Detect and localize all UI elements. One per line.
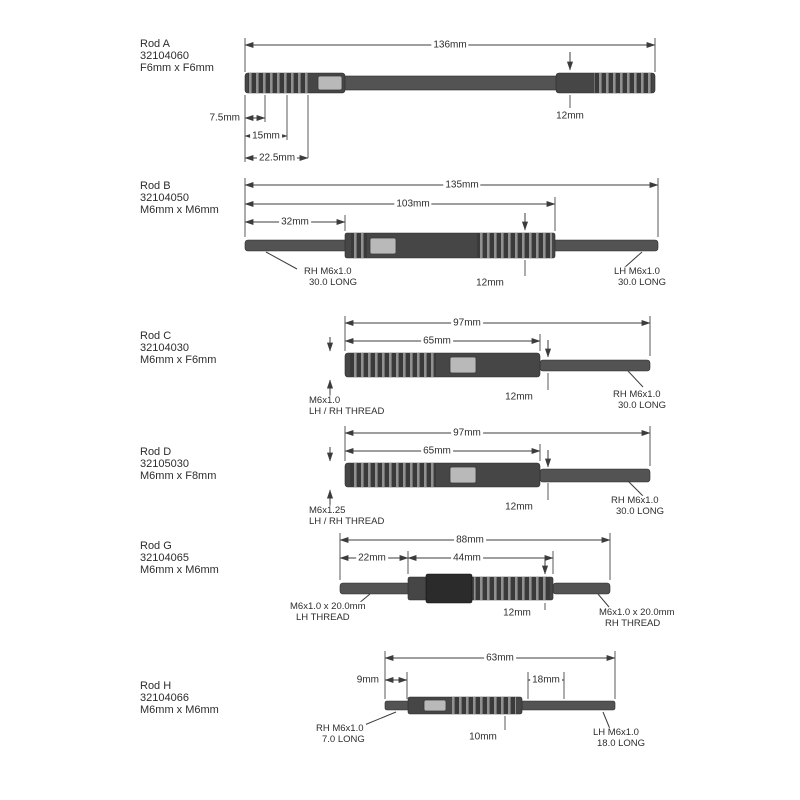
- rod-b-dim-body: 103mm: [394, 198, 432, 210]
- rod-d-note-right-1: RH M6x1.0: [609, 494, 661, 507]
- rod-c-name: Rod C: [138, 329, 174, 343]
- rod-shaft: [552, 582, 611, 595]
- rod-g-note-left-1: M6x1.0 x 20.0mm: [288, 600, 368, 613]
- leader-line: [361, 711, 397, 727]
- rod-a-dim-offset2: 15mm: [250, 130, 282, 142]
- rod-b-dim-left-offset: 32mm: [279, 216, 311, 228]
- rod-g-dim-body: 44mm: [451, 552, 483, 564]
- rod-b-thread-spec: M6mm x M6mm: [138, 203, 221, 217]
- rod-a-thread-spec: F6mm x F6mm: [138, 61, 216, 75]
- rod-d-name: Rod D: [138, 445, 174, 459]
- rod-g-note-left-2: LH THREAD: [294, 611, 352, 624]
- rod-b-note-left-2: 30.0 LONG: [307, 276, 360, 289]
- rod-a-dim-offset1: 7.5mm: [207, 112, 242, 124]
- knurl-section: [594, 73, 652, 93]
- rod-a-name: Rod A: [138, 37, 172, 51]
- rod-c-part-number: 32104030: [138, 341, 191, 355]
- rod-shaft: [539, 359, 651, 372]
- rod-g-dim-diameter: 12mm: [501, 607, 533, 619]
- leader-line: [623, 251, 643, 269]
- knurl-section: [474, 577, 550, 600]
- rod-h-note-left-2: 7.0 LONG: [320, 733, 367, 746]
- rod-h-note-right-1: LH M6x1.0: [591, 726, 641, 739]
- adjuster-window: [449, 466, 477, 484]
- leader-line: [602, 711, 611, 730]
- rod-h-thread-spec: M6mm x M6mm: [138, 703, 221, 717]
- rod-c-dim-diameter: 12mm: [503, 391, 535, 403]
- rod-g-drawing: [339, 533, 611, 610]
- rod-d-dim-diameter: 12mm: [503, 501, 535, 513]
- rod-shaft: [384, 700, 411, 711]
- leader-line: [265, 251, 298, 270]
- rod-g-dim-left-shaft: 22mm: [356, 552, 388, 564]
- rod-h-note-right-2: 18.0 LONG: [595, 737, 648, 750]
- adjuster-window: [423, 699, 447, 712]
- rod-g-part-number: 32104065: [138, 551, 191, 565]
- extension-lines: [384, 651, 616, 730]
- leader-line: [627, 480, 644, 497]
- extension-lines: [244, 178, 659, 276]
- extension-lines: [244, 38, 656, 162]
- rod-g-note-right-2: RH THREAD: [603, 617, 663, 630]
- adjuster-window: [317, 75, 343, 91]
- rod-c-note-right-1: RH M6x1.0: [611, 388, 663, 401]
- rod-c-note-left-2: LH / RH THREAD: [307, 405, 387, 418]
- rod-b-part-number: 32104050: [138, 191, 191, 205]
- rod-b-dim-diameter: 12mm: [474, 277, 506, 289]
- knurl-section: [452, 697, 516, 714]
- rod-c-dim-body: 65mm: [421, 335, 453, 347]
- rod-b-note-left-1: RH M6x1.0: [302, 265, 354, 278]
- center-hex: [425, 573, 473, 604]
- rod-h-drawing: [361, 651, 616, 730]
- rod-d-note-left-2: LH / RH THREAD: [307, 515, 387, 528]
- rod-shaft: [519, 700, 616, 711]
- rod-c-drawing: [326, 316, 651, 397]
- rod-h-dim-left-offset: 9mm: [354, 674, 381, 686]
- rod-b-drawing: [244, 178, 659, 276]
- rod-h-name: Rod H: [138, 679, 174, 693]
- rod-c-thread-spec: M6mm x F6mm: [138, 353, 219, 367]
- rod-g-thread-spec: M6mm x M6mm: [138, 563, 221, 577]
- knurl-section: [350, 353, 436, 377]
- rod-h-part-number: 32104066: [138, 691, 191, 705]
- rod-a-part-number: 32104060: [138, 49, 191, 63]
- rod-shaft: [339, 75, 561, 91]
- rod-c-dim-overall: 97mm: [451, 317, 483, 329]
- rod-c-note-left-1: M6x1.0: [307, 394, 343, 407]
- rod-g-note-right-1: M6x1.0 x 20.0mm: [597, 606, 677, 619]
- adjuster-window: [369, 237, 397, 255]
- rod-h-note-left-1: RH M6x1.0: [314, 722, 366, 735]
- rod-b-note-right-1: LH M6x1.0: [612, 265, 662, 278]
- rod-a-drawing: [244, 38, 656, 162]
- rod-d-dim-body: 65mm: [421, 445, 453, 457]
- rod-shaft: [539, 468, 651, 483]
- knurl-section: [248, 73, 308, 93]
- rod-b-dim-overall: 135mm: [443, 179, 481, 191]
- rod-g-name: Rod G: [138, 539, 174, 553]
- knurl-section: [477, 233, 552, 258]
- rod-a-dim-diameter: 12mm: [554, 110, 586, 122]
- rod-b-name: Rod B: [138, 179, 173, 193]
- adjuster-window: [449, 356, 477, 374]
- rod-h-dim-diameter: 10mm: [467, 731, 499, 743]
- leader-line: [597, 593, 610, 608]
- rod-h-dim-right-offset: 18mm: [530, 674, 562, 686]
- rod-d-note-right-2: 30.0 LONG: [614, 505, 667, 518]
- rod-d-note-left-1: M6x1.25: [307, 504, 348, 517]
- leader-line: [627, 370, 644, 388]
- rod-d-thread-spec: M6mm x F8mm: [138, 469, 219, 483]
- knurl-section: [351, 233, 367, 258]
- rod-g-dim-overall: 88mm: [454, 534, 486, 546]
- rod-d-part-number: 32105030: [138, 457, 191, 471]
- rod-d-dim-overall: 97mm: [451, 427, 483, 439]
- rod-c-note-right-2: 30.0 LONG: [616, 399, 669, 412]
- rod-d-drawing: [326, 426, 651, 507]
- knurl-section: [350, 463, 436, 487]
- rod-b-note-right-2: 30.0 LONG: [616, 276, 669, 289]
- rod-h-dim-overall: 63mm: [484, 652, 516, 664]
- rod-a-dim-offset3: 22.5mm: [256, 152, 298, 164]
- rod-shaft: [339, 582, 411, 595]
- rod-a-dim-overall: 136mm: [431, 39, 469, 51]
